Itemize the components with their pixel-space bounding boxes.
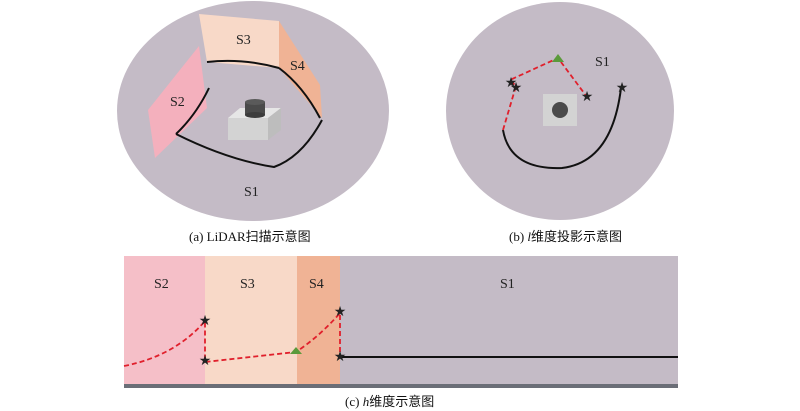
panel-b-label-s1: S1 <box>595 55 610 70</box>
panel-a-wall-edge-s3 <box>206 59 280 69</box>
panel-b-star-marker: ★ <box>510 81 523 96</box>
panel-c-label-s2: S2 <box>154 277 169 292</box>
panel-c-ground-strip <box>124 384 678 388</box>
panel-a-wall-s4 <box>279 21 322 118</box>
panel-c-caption-suffix: 维度示意图 <box>369 394 434 409</box>
panel-a-wall-s3 <box>199 14 279 68</box>
panel-c-triangle-marker <box>290 347 302 354</box>
panel-a: S3 S4 S2 S1 (a) LiDAR扫描示意图 <box>117 1 389 244</box>
panel-c-star-marker: ★ <box>334 305 347 320</box>
panel-c-label-s4: S4 <box>309 277 324 292</box>
panel-c: ★ ★ ★ ★ S2 S3 S4 S1 (c) h维度示意图 <box>123 256 678 409</box>
panel-c-star-marker: ★ <box>199 314 212 329</box>
panel-c-caption: (c) h维度示意图 <box>345 394 434 409</box>
panel-a-label-s4: S4 <box>290 59 305 74</box>
panel-a-label-s3: S3 <box>236 33 251 48</box>
panel-b-triangle-marker <box>552 54 564 62</box>
panel-a-ground-arc <box>175 119 323 169</box>
panel-b-projection-arc <box>502 87 622 170</box>
panel-a-wall-edge-s2 <box>175 87 210 135</box>
panel-a-lidar-sensor <box>228 99 281 140</box>
panel-a-label-s2: S2 <box>170 95 185 110</box>
panel-b-caption-var: l <box>527 229 531 244</box>
panel-b-caption: (b) l维度投影示意图 <box>509 229 622 244</box>
panel-b-sensor-dome <box>552 102 568 118</box>
panel-c-label-s1: S1 <box>500 277 515 292</box>
panel-a-wall-edge-s4 <box>278 67 321 119</box>
panel-c-star-marker: ★ <box>199 354 212 369</box>
panel-b: ★ ★ ★ ★ S1 (b) l维度投影示意图 <box>446 2 674 244</box>
panel-c-region-s2 <box>124 256 205 384</box>
panel-c-dashed-trajectory <box>123 310 341 367</box>
panel-c-label-s3: S3 <box>240 277 255 292</box>
panel-b-caption-prefix: (b) <box>509 229 527 244</box>
panel-b-star-marker: ★ <box>581 90 594 105</box>
panel-c-star-marker: ★ <box>334 350 347 365</box>
panel-b-dashed-trajectory <box>502 56 588 131</box>
panel-a-wall-s2 <box>148 46 207 158</box>
panel-a-label-s1: S1 <box>244 185 259 200</box>
panel-c-region-s1 <box>340 256 678 384</box>
panel-c-caption-prefix: (c) <box>345 394 363 409</box>
panel-c-region-s3 <box>205 256 297 384</box>
panel-a-caption: (a) LiDAR扫描示意图 <box>189 229 311 244</box>
panel-b-star-marker: ★ <box>616 81 629 96</box>
panel-c-caption-var: h <box>363 394 370 409</box>
panel-b-caption-suffix: 维度投影示意图 <box>531 229 622 244</box>
panel-b-star-marker: ★ <box>505 76 518 91</box>
